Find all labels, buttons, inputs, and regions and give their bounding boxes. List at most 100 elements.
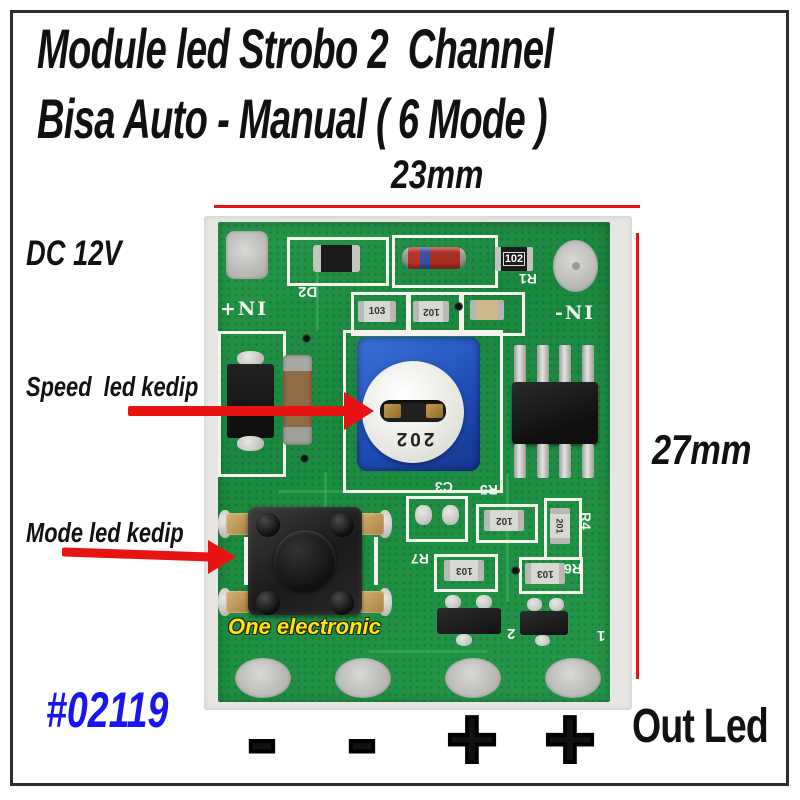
ic-pin	[514, 444, 526, 478]
output-pad-pos-2	[545, 658, 601, 698]
ic-pin	[537, 345, 549, 383]
resistor-top-value: 102	[502, 251, 526, 267]
button-contact	[360, 591, 384, 613]
ic-pin	[582, 444, 594, 478]
pcb-trace	[368, 650, 488, 653]
silkscreen-r6-label: R6	[564, 561, 582, 577]
silkscreen-r7-label: R7	[411, 551, 429, 567]
transistor-pad	[456, 634, 472, 646]
width-dimension-label: 23mm	[391, 153, 484, 197]
transistor-sot23	[437, 608, 501, 634]
transistor-pad	[527, 598, 542, 611]
solder-pad	[442, 505, 459, 525]
pcb-trace	[506, 474, 509, 602]
transistor-pad	[445, 595, 461, 609]
height-dimension-line	[636, 233, 639, 679]
output-pad-pos-1	[445, 658, 501, 698]
transistor-pad	[476, 595, 492, 609]
pad-hole	[572, 262, 580, 270]
via-dot	[300, 454, 309, 463]
resistor-r7: 103	[444, 560, 484, 581]
button-contact	[226, 513, 250, 535]
button-corner-dome	[256, 513, 280, 537]
resistor-row-2-value: 102	[422, 306, 440, 317]
pcb-board: D2 102 R1 103 102 +NI -NI	[218, 222, 610, 702]
silkscreen-button-line	[374, 537, 378, 585]
ic-pin	[559, 444, 571, 478]
silkscreen-in-minus: -NI	[555, 302, 596, 324]
ic-pin	[537, 444, 549, 478]
silkscreen-outline-row	[408, 292, 462, 336]
mode-arrow-head	[208, 540, 236, 574]
red-glass-diode	[402, 247, 466, 269]
button-contact	[360, 513, 384, 535]
silkscreen-d2-label: D2	[298, 283, 318, 300]
resistor-r6-value: 103	[536, 568, 554, 579]
speed-arrow-shaft	[128, 406, 346, 416]
button-corner-dome	[256, 591, 280, 615]
ic-pin	[559, 345, 571, 383]
potentiometer-slot-contact	[384, 404, 401, 418]
silkscreen-outline-row	[461, 292, 525, 336]
pcb-trace	[316, 256, 319, 330]
button-contact	[226, 591, 250, 613]
polarity-pos-2: +	[542, 689, 597, 788]
resistor-r7-value: 103	[455, 565, 473, 576]
via-dot	[302, 334, 311, 343]
silkscreen-in-plus: +NI	[220, 298, 269, 320]
sku-label: #02119	[46, 682, 169, 738]
width-dimension-line	[214, 205, 640, 208]
resistor-row-1: 103	[358, 301, 396, 322]
brand-watermark: One electronic	[228, 614, 381, 639]
silkscreen-c3-label: C3	[435, 479, 453, 495]
solder-pad	[415, 505, 432, 525]
silkscreen-channel1-label: 1	[597, 627, 606, 644]
silkscreen-button-line	[244, 537, 248, 585]
via-dot	[511, 566, 520, 575]
ic-soic8-body	[512, 382, 598, 444]
out-led-label: Out Led	[632, 700, 769, 753]
transistor-sot23	[520, 611, 568, 635]
title-line-2: Bisa Auto - Manual ( 6 Mode )	[37, 87, 548, 150]
polarity-neg-2: -	[345, 689, 378, 788]
silkscreen-outline-d2	[287, 237, 389, 286]
silkscreen-channel2-label: 2	[507, 625, 516, 642]
resistor-r4: 201	[550, 508, 570, 544]
resistor-r5-value: 102	[495, 515, 513, 526]
smd-component-tan	[470, 300, 504, 320]
smd-diode-body	[227, 364, 274, 438]
speed-label: Speed led kedip	[26, 371, 199, 402]
resistor-top: 102	[495, 247, 533, 271]
resistor-r5: 102	[484, 510, 524, 531]
silkscreen-outline-r5	[476, 504, 538, 543]
button-corner-dome	[330, 591, 354, 615]
via-dot	[454, 302, 463, 311]
border-frame	[10, 10, 789, 786]
output-pad-neg-2	[335, 658, 391, 698]
output-pad-neg-1	[235, 658, 291, 698]
silkscreen-outline-r7	[434, 554, 498, 592]
diode-tab	[237, 351, 264, 366]
transistor-pad	[535, 635, 550, 646]
resistor-row-2: 102	[413, 301, 449, 322]
button-corner-dome	[330, 513, 354, 537]
silkscreen-outline-c3	[406, 496, 468, 542]
silkscreen-outline-r6	[519, 557, 583, 594]
diode-tab	[237, 436, 264, 451]
pcb-trace	[278, 490, 344, 493]
polarity-neg-1: -	[245, 689, 278, 788]
capacitor-tantalum	[283, 355, 312, 445]
button-plunger	[274, 530, 336, 592]
silkscreen-r5-label: R5	[480, 482, 498, 498]
polarity-pos-1: +	[444, 689, 499, 788]
ic-pin	[582, 345, 594, 383]
ic-pin	[514, 345, 526, 383]
mount-pad-top-left	[226, 231, 268, 279]
speed-arrow-head	[344, 392, 374, 430]
transistor-pad	[549, 598, 564, 611]
pcb-photo: D2 102 R1 103 102 +NI -NI	[204, 216, 632, 710]
diode-d2	[313, 245, 360, 272]
silkscreen-r1-label: R1	[519, 271, 537, 287]
silkscreen-r4-label: R4	[577, 512, 594, 530]
